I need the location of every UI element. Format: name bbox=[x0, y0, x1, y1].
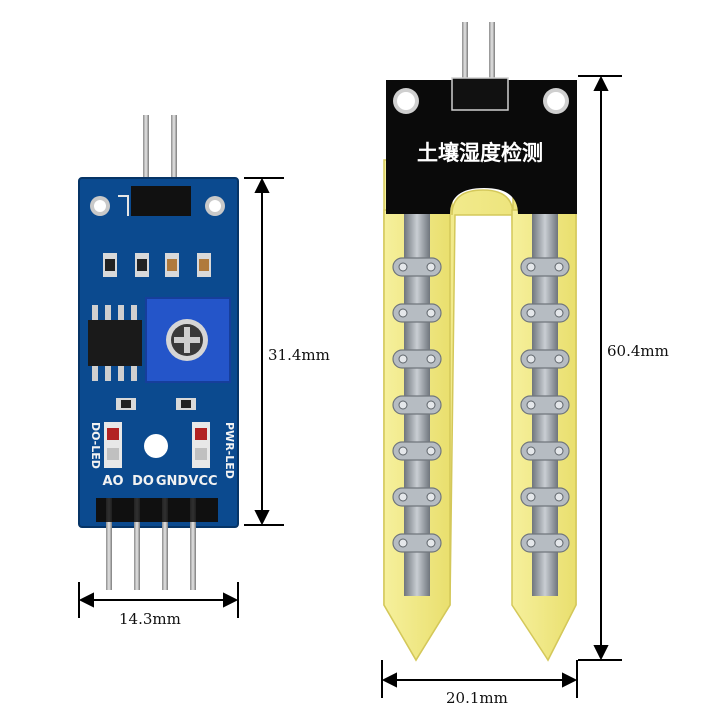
pad-via bbox=[426, 354, 436, 364]
smd-resistor bbox=[135, 253, 149, 277]
header-pin bbox=[190, 498, 196, 590]
pad-via bbox=[426, 400, 436, 410]
probe-connector bbox=[451, 77, 509, 111]
header-pin bbox=[134, 498, 140, 590]
header-pin bbox=[143, 115, 149, 195]
electrode-pad bbox=[520, 487, 570, 507]
mounting-hole-left bbox=[90, 196, 110, 216]
pad-via bbox=[398, 308, 408, 318]
module-height-dimension bbox=[244, 177, 284, 526]
electrode-pad bbox=[520, 257, 570, 277]
probe-mounting-hole-right bbox=[543, 88, 569, 114]
pad-via bbox=[526, 400, 536, 410]
pad-via bbox=[554, 354, 564, 364]
pad-via bbox=[526, 308, 536, 318]
probe-width-dimension bbox=[381, 660, 578, 698]
do-led-label: DO-LED bbox=[89, 422, 102, 469]
pad-via bbox=[526, 538, 536, 548]
electrode-pad bbox=[392, 533, 442, 553]
pad-via bbox=[526, 492, 536, 502]
smd-resistor bbox=[103, 253, 117, 277]
electrode-pad bbox=[520, 533, 570, 553]
probe-mounting-hole-left bbox=[393, 88, 419, 114]
pad-via bbox=[426, 538, 436, 548]
module-width-label: 14.3mm bbox=[119, 610, 181, 628]
top-connector bbox=[131, 186, 191, 216]
pad-via bbox=[398, 400, 408, 410]
electrode-pad bbox=[520, 395, 570, 415]
electrode-pad bbox=[392, 395, 442, 415]
pwr-led-label: PWR-LED bbox=[223, 422, 236, 479]
pad-via bbox=[426, 308, 436, 318]
probe-height-dimension bbox=[578, 75, 622, 661]
probe-pads-left bbox=[392, 257, 442, 553]
electrode-pad bbox=[520, 441, 570, 461]
mounting-hole-right bbox=[205, 196, 225, 216]
electrode-pad bbox=[392, 487, 442, 507]
pin-label-gnd: GND bbox=[156, 474, 189, 489]
pad-via bbox=[526, 446, 536, 456]
pin-label-vcc: VCC bbox=[188, 474, 217, 489]
pad-via bbox=[398, 446, 408, 456]
probe-header-area bbox=[386, 80, 577, 214]
pad-via bbox=[426, 492, 436, 502]
header-pin bbox=[106, 498, 112, 590]
pin-label-ao: AO bbox=[102, 474, 123, 489]
probe-height-label: 60.4mm bbox=[607, 342, 669, 360]
probe-width-label: 20.1mm bbox=[446, 689, 508, 707]
pad-via bbox=[398, 262, 408, 272]
pad-via bbox=[398, 538, 408, 548]
pad-via bbox=[398, 354, 408, 364]
electrode-pad bbox=[520, 303, 570, 323]
soil-probe: 土壤湿度检测 bbox=[383, 22, 577, 662]
module-height-label: 31.4mm bbox=[268, 346, 330, 364]
electrode-pad bbox=[392, 303, 442, 323]
pin-label-do: DO bbox=[132, 474, 154, 489]
pad-via bbox=[554, 400, 564, 410]
pad-via bbox=[398, 492, 408, 502]
electrode-pad bbox=[520, 349, 570, 369]
pwr-led bbox=[192, 422, 210, 468]
center-hole bbox=[144, 434, 168, 458]
pad-via bbox=[554, 308, 564, 318]
pad-via bbox=[426, 262, 436, 272]
header-pin bbox=[171, 115, 177, 195]
sensor-module: DO-LED PWR-LED AO DO GND VCC bbox=[78, 115, 239, 590]
pad-via bbox=[526, 262, 536, 272]
pad-via bbox=[554, 446, 564, 456]
pad-via bbox=[426, 446, 436, 456]
electrode-pad bbox=[392, 349, 442, 369]
pad-via bbox=[554, 538, 564, 548]
ic-chip bbox=[88, 305, 142, 381]
pad-via bbox=[554, 262, 564, 272]
electrode-pad bbox=[392, 441, 442, 461]
pad-via bbox=[554, 492, 564, 502]
electrode-pad bbox=[392, 257, 442, 277]
probe-title: 土壤湿度检测 bbox=[417, 141, 543, 165]
header-pin bbox=[489, 22, 495, 97]
probe-pads-right bbox=[520, 257, 570, 553]
smd-capacitor bbox=[165, 253, 179, 277]
header-pin bbox=[462, 22, 468, 97]
do-led bbox=[104, 422, 122, 468]
potentiometer bbox=[145, 297, 231, 383]
pad-via bbox=[526, 354, 536, 364]
header-pin bbox=[162, 498, 168, 590]
module-width-dimension bbox=[78, 582, 239, 618]
smd-capacitor bbox=[197, 253, 211, 277]
